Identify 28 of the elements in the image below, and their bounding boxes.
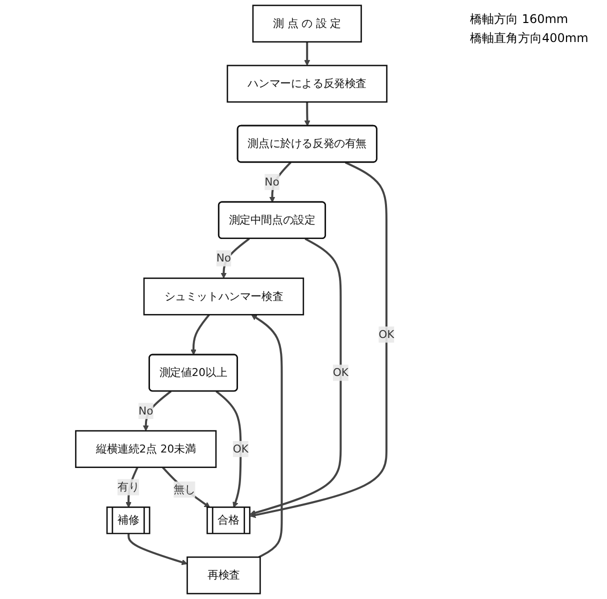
node-box: 縦横連続2点 20未満 (75, 430, 217, 468)
dimension-note: 橋軸方向 160mm (470, 11, 570, 28)
arrow (269, 162, 292, 203)
edge-label: No (264, 175, 280, 188)
arrow (251, 314, 283, 558)
node-box: 再検査 (186, 556, 261, 594)
arrow (250, 162, 388, 518)
node-box: シュミットハンマー検査 (143, 278, 304, 316)
arrow (126, 466, 138, 508)
edge-label: OK (232, 442, 248, 456)
edge-label: 有り (117, 480, 140, 494)
node-box: ハンマーによる反発検査 (226, 64, 388, 103)
edge-label: OK (378, 328, 394, 341)
arrow (128, 534, 188, 566)
arrow (304, 42, 310, 66)
arrow (220, 238, 250, 278)
edge-label: No (216, 252, 232, 264)
dimension-note: 橋軸直角方向400mm (470, 30, 590, 48)
arrow (142, 390, 172, 432)
arrow (250, 238, 342, 516)
edge-label: No (138, 404, 154, 418)
node-box: 測 点 の 設 定 (252, 4, 362, 43)
arrow (304, 102, 310, 126)
arrow (190, 314, 210, 356)
edge-label: 無し (174, 482, 196, 496)
arrow (162, 466, 210, 508)
edge-label: OK (332, 366, 348, 379)
arrow (216, 390, 242, 508)
